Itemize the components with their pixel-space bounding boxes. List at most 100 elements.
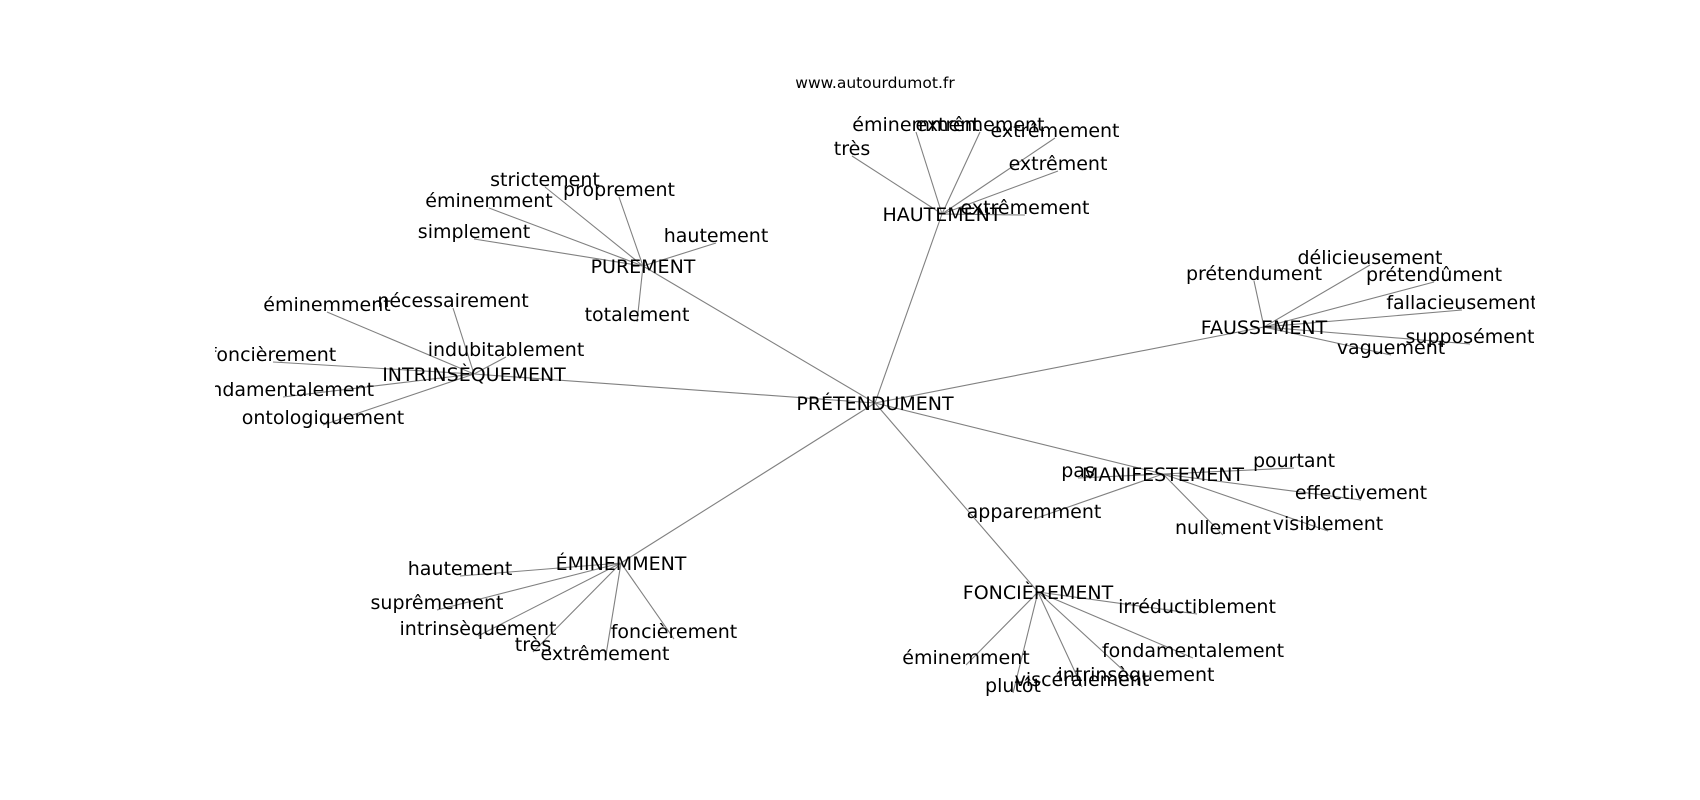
neighbor-word-label: très <box>834 138 870 160</box>
edge-hub-to-neighbor <box>477 562 622 637</box>
neighbor-word-label: hautement <box>664 225 769 247</box>
edge-center-to-hub <box>874 326 1265 404</box>
edge-hub-to-neighbor <box>941 213 1026 216</box>
hub-word-label: ÉMINEMMENT <box>556 552 687 575</box>
edge-hub-to-neighbor <box>620 562 675 640</box>
edge-hub-to-neighbor <box>965 591 1039 666</box>
neighbor-word-label: viscéralement <box>1015 669 1150 691</box>
neighbor-word-label: délicieusement <box>1297 247 1442 269</box>
edge-hub-to-neighbor <box>1263 326 1392 356</box>
neighbor-word-label: effectivement <box>1295 482 1427 504</box>
neighbor-word-label: éminemment <box>263 294 390 316</box>
neighbor-word-label: pas <box>1061 460 1095 482</box>
center-word-label: PRÉTENDUMENT <box>796 392 954 415</box>
edge-hub-to-neighbor <box>473 356 507 375</box>
edge-hub-to-neighbor <box>1012 591 1039 694</box>
hub-word-label: PUREMENT <box>591 256 696 278</box>
edge-hub-to-neighbor <box>282 373 475 398</box>
edge-hub-to-neighbor <box>1263 309 1463 328</box>
neighbor-word-label: indubitablement <box>428 339 585 361</box>
edge-hub-to-neighbor <box>604 562 622 662</box>
edge-center-to-hub <box>642 265 876 404</box>
edge-hub-to-neighbor <box>1037 591 1198 615</box>
edge-hub-to-neighbor <box>941 170 1059 215</box>
neighbor-word-label: intrinsèquement <box>1058 664 1215 686</box>
neighbor-word-label: simplement <box>418 221 530 243</box>
edge-center-to-hub <box>473 373 876 404</box>
hub-word-label: HAUTEMENT <box>882 204 1001 226</box>
neighbor-word-label: fondamentalement <box>1102 640 1284 662</box>
neighbor-word-label: pourtant <box>1253 450 1335 472</box>
neighbor-word-label: extrêmement <box>915 114 1044 136</box>
edge-hub-to-neighbor <box>1263 326 1471 345</box>
neighbor-word-label: éminemment <box>852 114 979 136</box>
edge-hub-to-neighbor <box>1162 473 1224 536</box>
edge-hub-to-neighbor <box>452 307 475 375</box>
edge-hub-to-neighbor <box>326 311 475 375</box>
neighbor-word-label: plutôt <box>985 675 1041 697</box>
neighbor-word-label: fondamentalement <box>192 379 374 401</box>
edge-hub-to-neighbor <box>1263 264 1371 328</box>
edge-hub-to-neighbor <box>1037 591 1137 683</box>
edge-hub-to-neighbor <box>636 265 644 323</box>
edge-hub-to-neighbor <box>618 196 644 267</box>
neighbor-word-label: extrêmement <box>990 120 1119 142</box>
edge-center-to-hub <box>620 402 876 564</box>
hub-word-label: MANIFESTEMENT <box>1082 464 1244 486</box>
neighbor-word-label: extrêmement <box>540 643 669 665</box>
neighbor-word-label: visiblement <box>1273 513 1383 535</box>
hub-word-label: FONCIÈREMENT <box>963 581 1114 604</box>
edge-hub-to-neighbor <box>1037 591 1194 659</box>
edge-hub-to-neighbor <box>473 238 644 267</box>
edges <box>272 131 1471 694</box>
edge-hub-to-neighbor <box>941 131 981 215</box>
neighbor-word-label: suprêmement <box>371 592 504 614</box>
edge-hub-to-neighbor <box>272 361 475 375</box>
neighbor-word-label: très <box>515 634 551 656</box>
neighbor-word-label: éminemment <box>425 190 552 212</box>
neighbor-word-label: vaguement <box>1337 337 1445 359</box>
neighbor-word-label: irréductiblement <box>1118 596 1276 618</box>
edge-hub-to-neighbor <box>1162 467 1295 475</box>
edge-hub-to-neighbor <box>544 186 644 267</box>
neighbor-word-label: supposément <box>1406 326 1535 348</box>
neighbor-word-label: nécessairement <box>377 290 528 312</box>
neighbor-word-label: nullement <box>1175 517 1271 539</box>
neighbor-word-label: extrêment <box>1009 153 1108 175</box>
neighbor-word-label: foncièrement <box>210 344 337 366</box>
edge-hub-to-neighbor <box>459 562 622 577</box>
edge-center-to-hub <box>874 402 1164 475</box>
neighbor-word-label: fallacieusement <box>1386 292 1537 314</box>
edge-hub-to-neighbor <box>915 131 943 215</box>
neighbor-word-label: prétendument <box>1186 263 1322 285</box>
edge-hub-to-neighbor <box>532 562 622 653</box>
edge-hub-to-neighbor <box>488 207 644 267</box>
neighbor-word-label: strictement <box>490 169 600 191</box>
neighbor-word-label: intrinsèquement <box>400 618 557 640</box>
neighbor-word-label: ontologiquement <box>242 407 404 429</box>
source-url: www.autourdumot.fr <box>795 74 955 92</box>
edge-hub-to-neighbor <box>1162 473 1362 501</box>
edge-center-to-hub <box>874 402 1039 593</box>
neighbor-word-label: foncièrement <box>611 621 738 643</box>
edge-hub-to-neighbor <box>1037 591 1083 688</box>
edge-hub-to-neighbor <box>1263 281 1435 328</box>
neighbor-word-label: proprement <box>563 179 675 201</box>
neighbor-word-label: éminemment <box>902 647 1029 669</box>
hub-word-label: FAUSSEMENT <box>1201 317 1328 339</box>
edge-hub-to-neighbor <box>1162 473 1329 532</box>
neighbor-word-label: extrêmement <box>960 197 1089 219</box>
neighbor-word-label: prétendûment <box>1366 264 1502 286</box>
edge-hub-to-neighbor <box>1253 280 1265 328</box>
edge-hub-to-neighbor <box>642 242 717 267</box>
hub-word-label: INTRINSÈQUEMENT <box>382 363 566 386</box>
edge-hub-to-neighbor <box>436 562 622 611</box>
neighbor-word-label: hautement <box>408 558 513 580</box>
edge-center-to-hub <box>874 213 943 404</box>
neighbor-word-label: totalement <box>585 304 690 326</box>
edge-hub-to-neighbor <box>941 137 1056 215</box>
edge-hub-to-neighbor <box>322 373 475 426</box>
edge-hub-to-neighbor <box>1033 473 1164 520</box>
